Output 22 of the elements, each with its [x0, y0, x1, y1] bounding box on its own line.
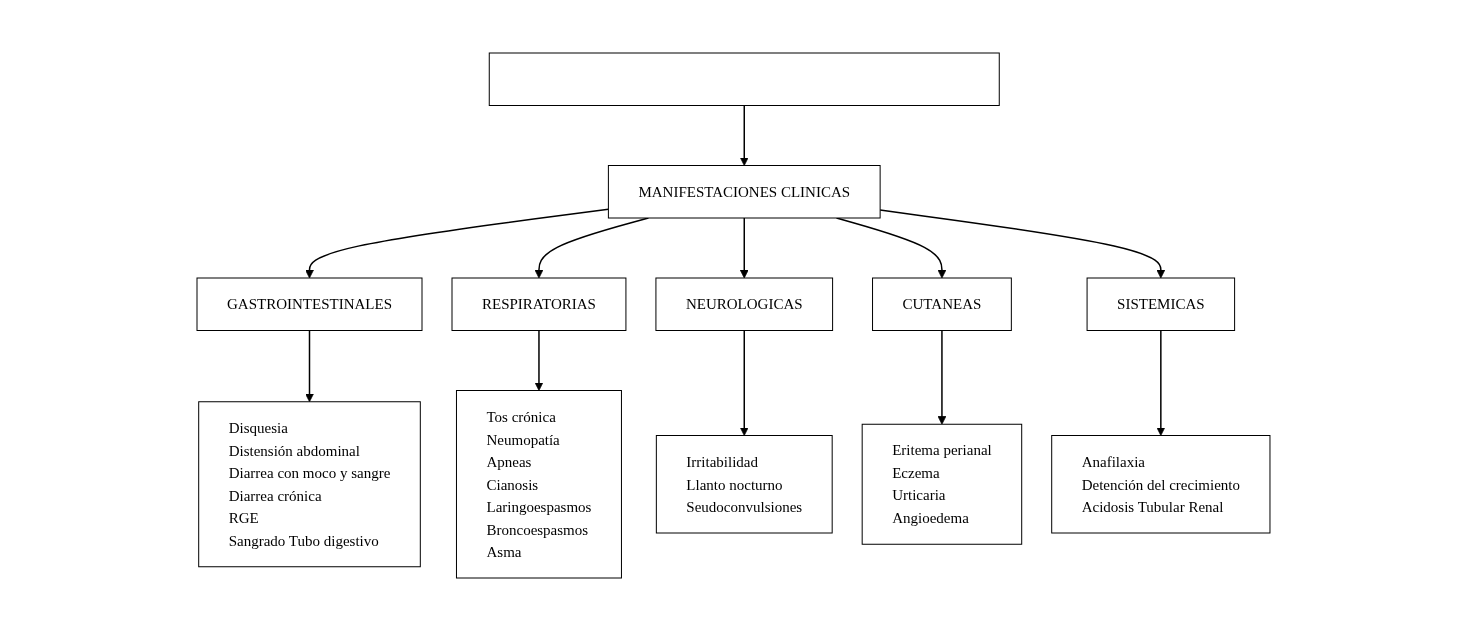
- node-box: Irritabilidad Llanto nocturno Seudoconvulsiones: [655, 434, 833, 533]
- arrow: [739, 329, 749, 436]
- arrow: [739, 104, 749, 166]
- node-box: RESPIRATORIAS: [451, 277, 626, 331]
- arrow: [534, 216, 649, 278]
- arrow: [304, 329, 314, 402]
- arrow: [304, 208, 609, 278]
- node-box: Anafilaxia Detención del crecimiento Acidosis Tubular Renal: [1050, 434, 1270, 533]
- node-box: [488, 52, 1000, 106]
- node-box: Disquesia Distensión abdominal Diarrea con moco y sangre Diarrea crónica RGE Sangrado Tubo digestivo: [197, 400, 421, 567]
- node-box: CUTANEAS: [871, 277, 1012, 331]
- node-box: Tos crónica Neumopatía Apneas Cianosis Laringoespasmos Broncoespasmos Asma: [455, 389, 622, 578]
- arrow: [1155, 329, 1165, 436]
- arrow: [739, 216, 749, 278]
- node-box: GASTROINTESTINALES: [196, 277, 422, 331]
- node-box: SISTEMICAS: [1086, 277, 1235, 331]
- node-box: Eritema perianal Eczema Urticaria Angioedema: [861, 423, 1022, 545]
- node-box: NEUROLOGICAS: [654, 277, 833, 331]
- arrow: [937, 329, 946, 425]
- arrow: [878, 208, 1165, 278]
- arrow: [534, 329, 543, 391]
- node-box: MANIFESTACIONES CLINICAS: [607, 164, 881, 218]
